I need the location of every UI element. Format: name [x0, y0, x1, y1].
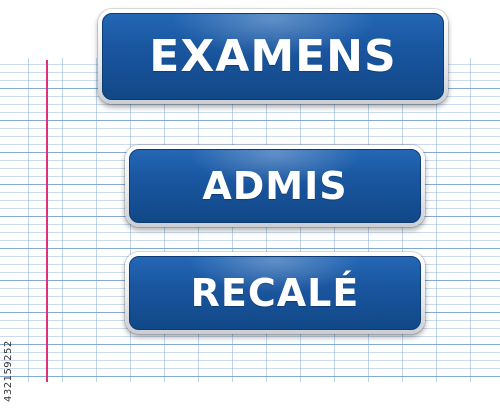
examens-sign-label: EXAMENS [149, 31, 397, 82]
admis-sign: ADMIS [125, 145, 425, 227]
paper-bottom-margin [0, 382, 500, 410]
examens-sign-panel: EXAMENS [102, 13, 444, 100]
admis-sign-label: ADMIS [202, 164, 348, 208]
margin-line [46, 60, 48, 382]
examens-sign: EXAMENS [98, 9, 448, 104]
watermark-id: 432159252 [3, 340, 14, 402]
recale-sign-label: RECALÉ [190, 271, 360, 315]
recale-sign: RECALÉ [125, 252, 425, 334]
recale-sign-panel: RECALÉ [129, 256, 421, 330]
admis-sign-panel: ADMIS [129, 149, 421, 223]
